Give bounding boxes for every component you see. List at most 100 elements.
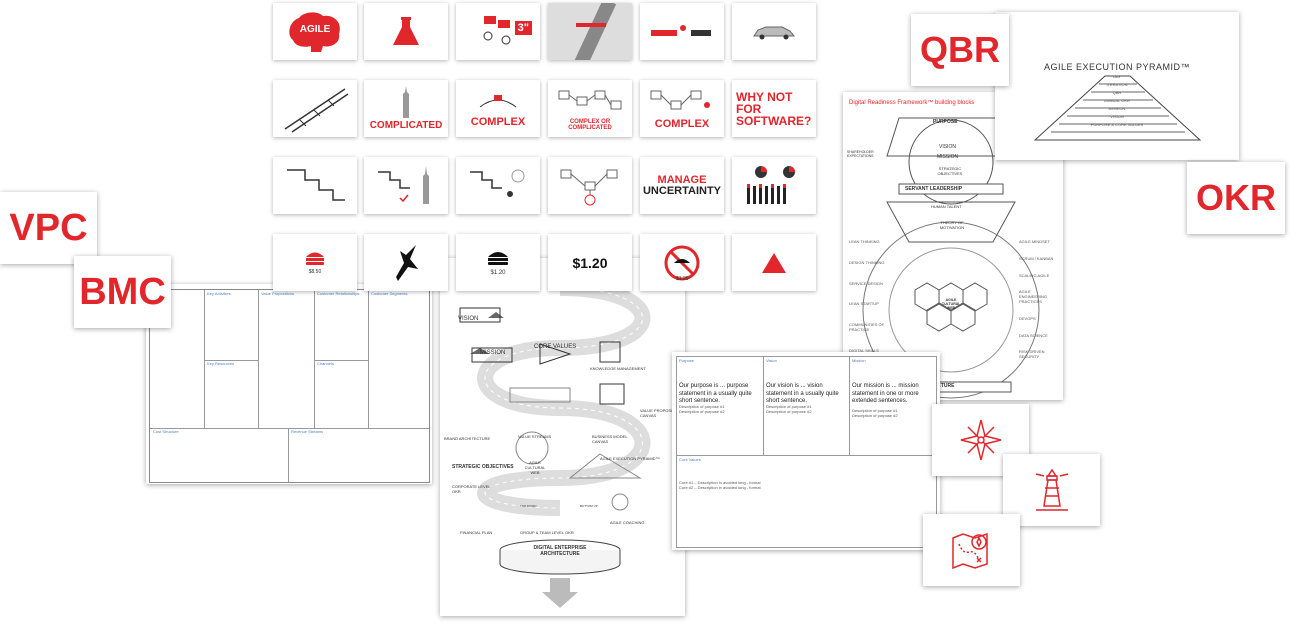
fw-theory: THEORY OF MOTIVATION <box>939 220 965 230</box>
key-activities-label: Key Activities <box>207 291 231 296</box>
tile-stairs-person[interactable] <box>456 157 540 214</box>
bridge-icon <box>479 95 517 108</box>
vpc-label: VPC <box>9 206 88 249</box>
tile-complex-diagram[interactable]: COMPLEX <box>640 80 724 137</box>
value-item: Core #1 – Description in avoided long - … <box>679 480 761 485</box>
pyramid-level: ANNUAL OKR <box>1104 98 1130 103</box>
fw-shareholder: SHAREHOLDER EXPECTATIONS <box>847 150 874 158</box>
why-not-label: WHY NOT FOR SOFTWARE? <box>736 89 812 128</box>
map-image <box>548 3 632 60</box>
pyramid-card[interactable]: AGILE EXECUTION PYRAMID™ DAY ITERATION Q… <box>995 12 1239 160</box>
bmc-card[interactable]: BMC <box>74 256 171 328</box>
road-bmc: BUSINESS MODEL CANVAS <box>592 434 628 444</box>
vision-statement: Our vision is ... vision statement in a … <box>766 383 839 404</box>
complex-label: COMPLEX <box>470 116 526 128</box>
vision-bullets: Description of purpose #1 Description of… <box>766 404 812 415</box>
roadmap-diagram[interactable]: VISION CORE VALUES MISSION KNOWLEDGE MAN… <box>440 258 685 616</box>
core-values-head: Core Values <box>679 457 701 462</box>
fw-right-item: AGILE MINDSET <box>1019 239 1050 244</box>
falling-person-icon <box>396 244 418 281</box>
manage-label: MANAGE <box>657 173 707 186</box>
mission-statement: Our mission is ... mission statement in … <box>852 383 919 404</box>
fw-vision: VISION <box>939 144 956 150</box>
tile-no-burger[interactable]: $1.20 <box>640 234 724 291</box>
fw-left-item: COMMUNITIES OF PRACTICE <box>849 322 885 332</box>
tile-org-diagram[interactable] <box>548 157 632 214</box>
core-values-list: Core #1 – Description in avoided long - … <box>679 480 761 491</box>
price-label-4: $1.20 <box>676 276 689 282</box>
purpose-statement: Our purpose is ... purpose statement in … <box>679 383 752 404</box>
pyramid-shape <box>1033 75 1202 141</box>
qbr-card[interactable]: QBR <box>911 14 1009 86</box>
prohibited-icon <box>664 245 700 280</box>
pyramid-level: VISION <box>1110 114 1124 119</box>
tile-map[interactable] <box>548 3 632 60</box>
mission-head: Mission <box>852 358 866 363</box>
vpc-card[interactable]: VPC <box>0 192 97 264</box>
vision-head: Vision <box>766 358 777 363</box>
bullet: Description of purpose #1 <box>852 408 898 413</box>
treasure-map-card[interactable] <box>923 514 1020 586</box>
fw-left-items: LEAN THINKING DESIGN THINKING SERVICE DE… <box>849 239 885 354</box>
bmc-label: BMC <box>79 270 166 313</box>
tile-stairs[interactable] <box>273 157 357 214</box>
tile-flask[interactable] <box>364 3 448 60</box>
bullet: Description of purpose #2 <box>679 408 725 414</box>
tile-complex-bridge[interactable]: COMPLEX <box>456 80 540 137</box>
road-mission: MISSION <box>480 350 506 356</box>
price-label-3: $1.20 <box>572 254 608 271</box>
fw-left-item: LEAN THINKING <box>849 239 880 244</box>
network-icon <box>560 169 618 205</box>
fw-right-item: AGILE ENGINEERING PRACTICES <box>1019 289 1048 304</box>
tile-burger-2[interactable]: $1.20 <box>456 234 540 291</box>
okr-label: OKR <box>1196 177 1276 218</box>
tile-cars-crash[interactable] <box>640 3 724 60</box>
tile-car[interactable] <box>732 3 816 60</box>
cost-structure-label: Cost Structure <box>153 429 179 434</box>
tile-complex-or-complicated[interactable]: COMPLEX OR COMPLICATED <box>548 80 632 137</box>
price-label-2: $1.20 <box>490 270 506 276</box>
fw-left-item: DESIGN THINKING <box>849 259 885 265</box>
tile-tracks[interactable] <box>273 80 357 137</box>
bars-icon <box>747 165 795 204</box>
tile-burger[interactable]: $8.50 <box>273 234 357 291</box>
tile-stairs-building[interactable] <box>364 157 448 214</box>
statements-grid: Purpose Vision Mission Our purpose is ..… <box>676 356 937 548</box>
purpose-bullets: Description of purpose #1 Description of… <box>679 404 725 415</box>
road-group: GROUP & TEAM LEVEL OKR <box>520 530 574 535</box>
customer-relationships-label: Customer Relationships <box>317 291 360 296</box>
mission-bullets: Description of purpose #1 Description of… <box>852 408 898 419</box>
tile-manage-uncertainty[interactable]: MANAGE UNCERTAINTY <box>640 157 724 214</box>
agile-label: AGILE <box>299 24 331 35</box>
customer-segments-label: Customer Segments <box>371 291 408 296</box>
tile-falling-person[interactable] <box>364 234 448 291</box>
road-brand: BRAND ARCHITECTURE <box>444 436 491 441</box>
tile-price[interactable]: $1.20 <box>548 234 632 291</box>
pyramid-title: AGILE EXECUTION PYRAMID™ <box>1043 62 1191 72</box>
skyscraper-icon <box>403 86 409 118</box>
road-vision: VISION <box>458 316 479 322</box>
bullet: Description of purpose #2 <box>852 412 898 418</box>
flask-icon <box>393 16 419 45</box>
tile-complicated[interactable]: COMPLICATED <box>364 80 448 137</box>
stairs-building-icon <box>378 165 429 204</box>
brain-icon <box>289 11 340 52</box>
value-item: Core #2 – Description in avoided long - … <box>679 484 761 490</box>
tile-communication[interactable]: 3" <box>456 3 540 60</box>
qbr-label: QBR <box>920 29 1000 70</box>
tile-triangle[interactable] <box>732 234 816 291</box>
bullet: Description of purpose #1 <box>766 404 812 409</box>
bmc-grid: Key Activities Value Propositions Custom… <box>149 289 430 483</box>
tile-why-not[interactable]: WHY NOT FOR SOFTWARE? <box>732 80 816 137</box>
bullet: Description of purpose #2 <box>766 408 812 414</box>
fw-left-item: LEAN STARTUP <box>849 301 879 307</box>
statements-doc[interactable]: Purpose Vision Mission Our purpose is ..… <box>672 352 940 550</box>
pyramid-level: MISSION <box>1108 106 1126 111</box>
tile-bars-chart[interactable] <box>732 157 816 214</box>
fw-mission: MISSION <box>937 154 959 160</box>
okr-card[interactable]: OKR <box>1187 162 1285 234</box>
bmc-canvas[interactable]: Key Activities Value Propositions Custom… <box>146 284 432 484</box>
tile-agile-brain[interactable]: AGILE <box>273 3 357 60</box>
road-bottom-up: BOTTOM UP <box>580 504 598 508</box>
fw-purpose: PURPOSE <box>933 119 958 125</box>
